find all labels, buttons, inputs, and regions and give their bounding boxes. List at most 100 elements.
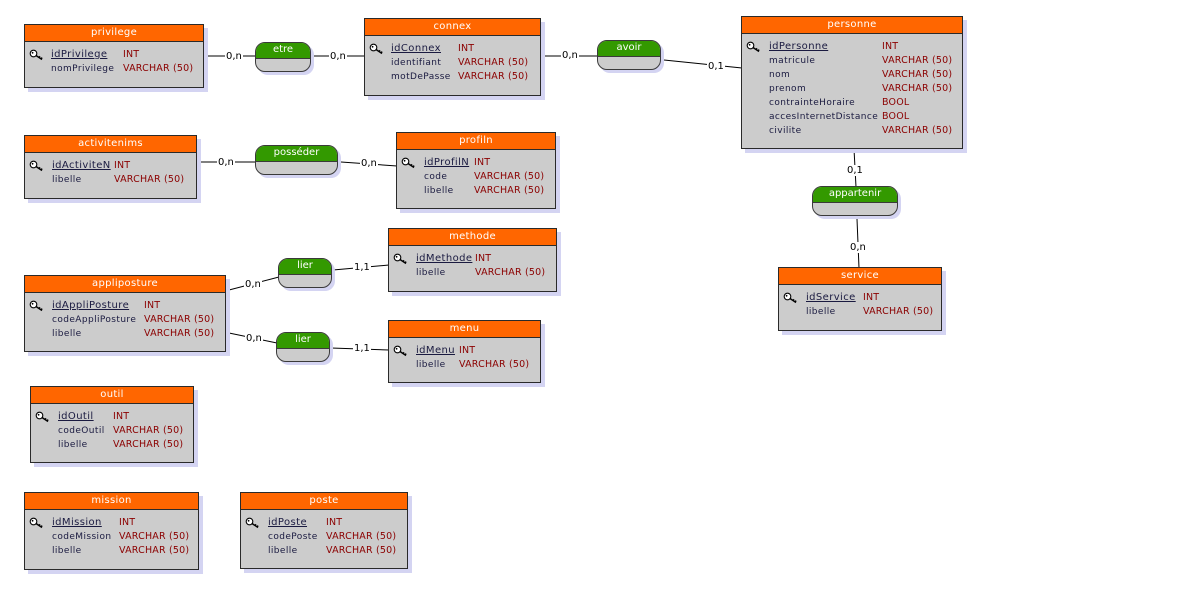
field-type: VARCHAR (50) [882, 83, 953, 94]
primary-key-field: idMenu INT [389, 344, 540, 358]
field-name: libelle [424, 186, 454, 196]
association-label: lier [277, 333, 329, 349]
association-posseder[interactable]: posséder [255, 145, 338, 175]
association-appartenir[interactable]: appartenir [812, 186, 898, 216]
entity-field: libelle VARCHAR (50) [31, 438, 193, 452]
field-name: idOutil [58, 411, 94, 422]
field-type: INT [474, 157, 491, 168]
field-type: INT [326, 517, 343, 528]
key-icon [29, 49, 45, 61]
field-name: idPersonne [769, 41, 829, 52]
field-type: VARCHAR (50) [119, 545, 190, 556]
field-type: VARCHAR (50) [475, 267, 546, 278]
association-lier-methode[interactable]: lier [278, 258, 332, 288]
field-name: libelle [58, 440, 88, 450]
field-type: VARCHAR (50) [474, 171, 545, 182]
link-avoir-personne [663, 59, 743, 69]
field-type: BOOL [882, 111, 910, 122]
field-name: identifiant [391, 58, 442, 68]
entity-title: appliposture [25, 276, 225, 293]
association-label: avoir [598, 41, 660, 57]
entity-title: activitenims [25, 136, 196, 153]
entity-title: methode [389, 229, 556, 246]
cardinality-label: 0,1 [846, 165, 864, 176]
key-icon [35, 411, 51, 423]
field-name: codeOutil [58, 426, 105, 436]
entity-title: menu [389, 321, 540, 338]
field-type: VARCHAR (50) [113, 439, 184, 450]
cardinality-label: 0,n [245, 333, 263, 344]
entity-field: contrainteHoraire BOOL [742, 96, 962, 110]
key-icon [29, 517, 45, 529]
association-avoir[interactable]: avoir [597, 40, 661, 70]
field-name: libelle [416, 268, 446, 278]
field-name: idService [806, 292, 856, 303]
association-lier-menu[interactable]: lier [276, 332, 330, 362]
field-type: VARCHAR (50) [474, 185, 545, 196]
entity-title: mission [25, 493, 198, 510]
field-type: VARCHAR (50) [113, 425, 184, 436]
field-type: INT [863, 292, 880, 303]
key-icon [783, 292, 799, 304]
field-type: INT [459, 345, 476, 356]
field-type: VARCHAR (50) [326, 531, 397, 542]
entity-field: libelle VARCHAR (50) [389, 266, 556, 280]
entity-title: profiln [397, 133, 555, 150]
field-type: INT [119, 517, 136, 528]
field-name: libelle [52, 546, 82, 556]
entity-title: privilege [25, 25, 203, 42]
field-name: idPrivilege [51, 49, 108, 60]
field-type: BOOL [882, 97, 910, 108]
field-name: idMenu [416, 345, 455, 356]
key-icon [369, 43, 385, 55]
field-type: VARCHAR (50) [458, 71, 529, 82]
field-name: idMission [52, 517, 102, 528]
field-name: contrainteHoraire [769, 98, 856, 108]
field-type: INT [882, 41, 899, 52]
association-label: etre [256, 43, 310, 59]
cardinality-label: 1,1 [353, 343, 371, 354]
cardinality-label: 1,1 [353, 262, 371, 273]
field-name: libelle [52, 175, 82, 185]
cardinality-label: 0,n [244, 279, 262, 290]
entity-title: poste [241, 493, 407, 510]
association-label: lier [279, 259, 331, 275]
field-name: codePoste [268, 532, 318, 542]
cardinality-label: 0,n [360, 158, 378, 169]
field-name: libelle [806, 307, 836, 317]
cardinality-label: 0,n [217, 157, 235, 168]
entity-title: service [779, 268, 941, 285]
entity-title: personne [742, 17, 962, 34]
cardinality-label: 0,n [561, 50, 579, 61]
field-name: idActiviteN [52, 160, 111, 171]
field-name: idConnex [391, 43, 441, 54]
field-type: INT [113, 411, 130, 422]
association-etre[interactable]: etre [255, 42, 311, 72]
association-label: appartenir [813, 187, 897, 203]
field-name: matricule [769, 56, 816, 66]
